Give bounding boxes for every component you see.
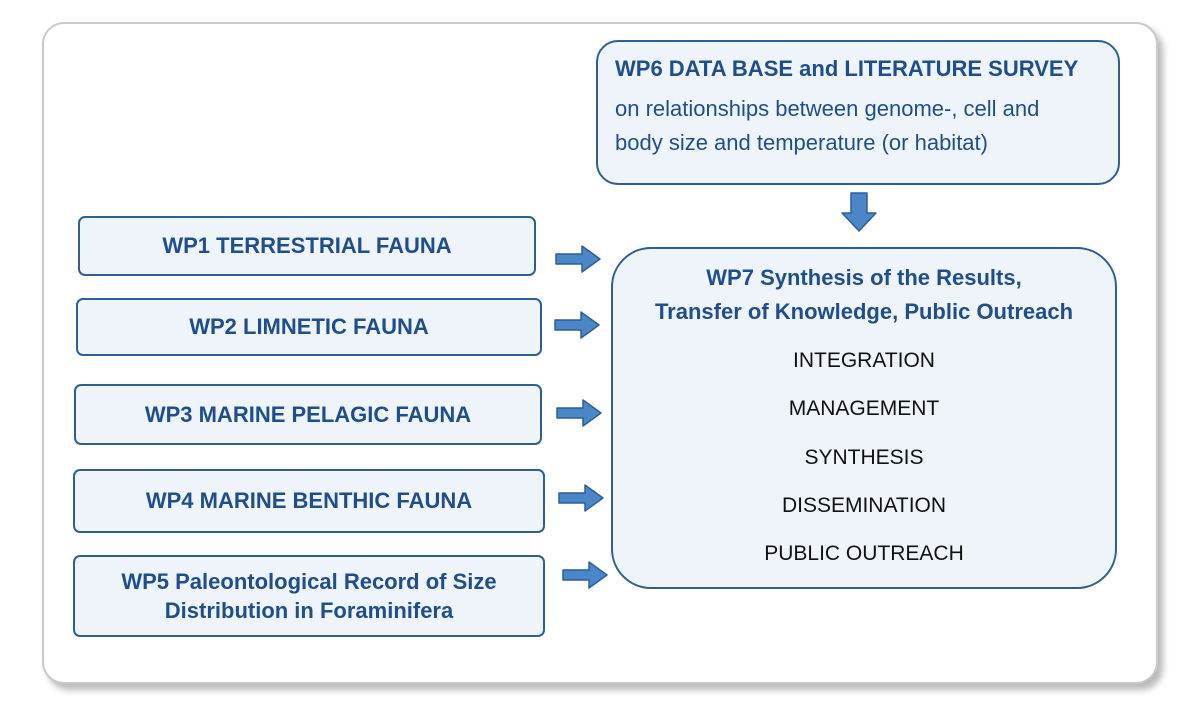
arrow-wp5-to-wp7-icon [562, 561, 608, 589]
wp5-label: WP5 Paleontological Record of Size Distr… [121, 569, 497, 623]
wp1-label: WP1 TERRESTRIAL FAUNA [162, 233, 452, 258]
arrow-wp6-to-wp7-icon [841, 192, 877, 232]
wp5-box: WP5 Paleontological Record of Size Distr… [73, 555, 545, 637]
wp6-title: WP6 DATA BASE and LITERATURE SURVEY [615, 56, 1079, 81]
arrow-wp2-to-wp7-icon [554, 311, 600, 339]
wp6-desc-line-1: on relationships between genome-, cell a… [615, 96, 1040, 121]
wp3-box: WP3 MARINE PELAGIC FAUNA [74, 384, 542, 445]
wp6-box: WP6 DATA BASE and LITERATURE SURVEY on r… [596, 40, 1120, 185]
arrow-wp4-to-wp7-icon [558, 484, 604, 512]
arrow-wp1-to-wp7-icon [555, 245, 601, 273]
wp2-box: WP2 LIMNETIC FAUNA [76, 298, 542, 356]
wp4-label: WP4 MARINE BENTHIC FAUNA [145, 488, 473, 513]
wp7-title: WP7 Synthesis of the Results, Transfer o… [613, 261, 1115, 329]
wp2-label: WP2 LIMNETIC FAUNA [189, 314, 429, 339]
wp6-desc-line-2: body size and temperature (or habitat) [615, 130, 988, 155]
wp7-item-integration: INTEGRATION [793, 349, 935, 372]
wp6-description: on relationships between genome-, cell a… [615, 92, 1039, 160]
wp7-box: WP7 Synthesis of the Results, Transfer o… [611, 247, 1117, 589]
wp7-title-line-1: WP7 Synthesis of the Results, [706, 265, 1022, 290]
arrow-wp3-to-wp7-icon [556, 399, 602, 427]
wp4-box: WP4 MARINE BENTHIC FAUNA [73, 469, 545, 533]
wp7-item-dissemination: DISSEMINATION [781, 494, 947, 517]
wp1-box: WP1 TERRESTRIAL FAUNA [78, 216, 536, 276]
wp7-item-synthesis: SYNTHESIS [804, 446, 924, 469]
wp7-item-management: MANAGEMENT [788, 397, 940, 420]
wp3-label: WP3 MARINE PELAGIC FAUNA [144, 401, 472, 427]
wp7-title-line-2: Transfer of Knowledge, Public Outreach [654, 299, 1074, 324]
wp7-item-public-outreach: PUBLIC OUTREACH [764, 542, 964, 565]
